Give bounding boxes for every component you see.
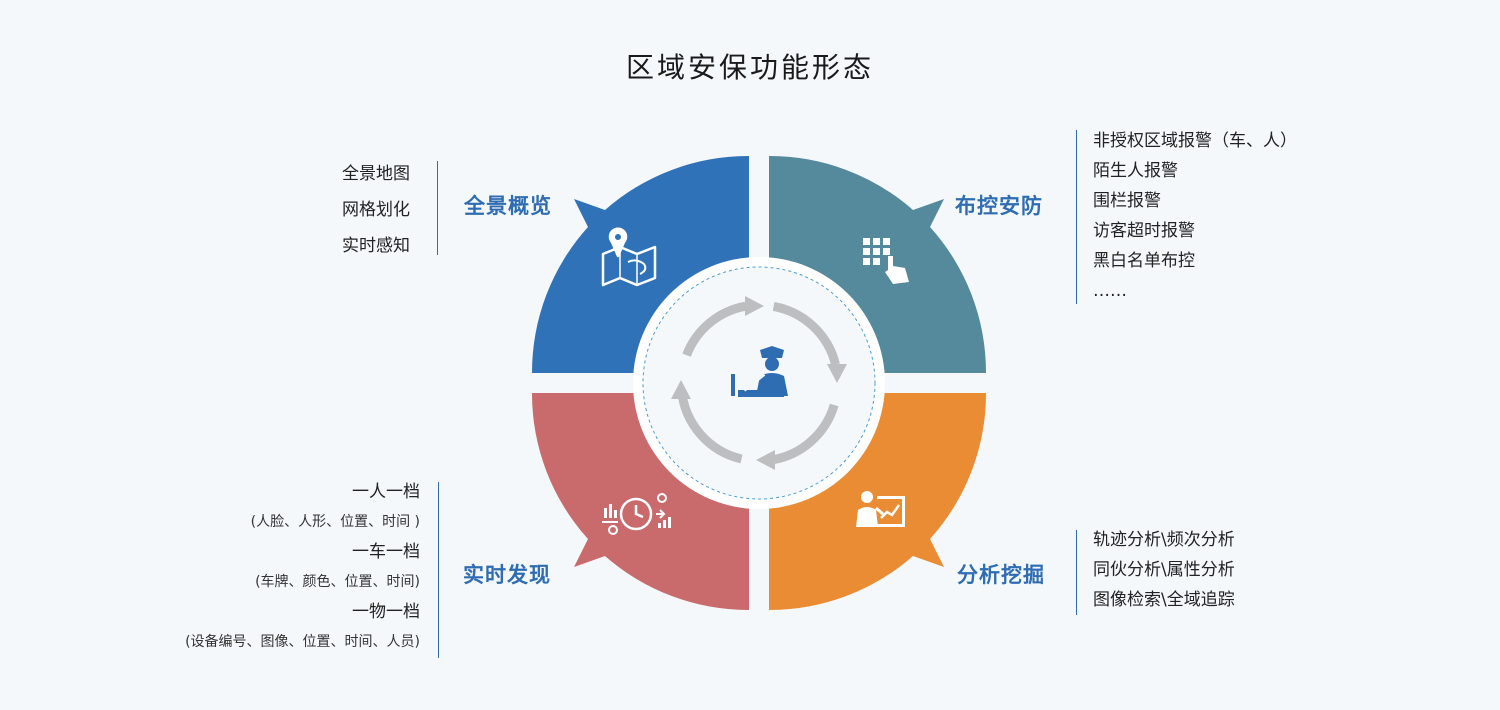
arrow-head-bottom bbox=[756, 450, 775, 470]
list-item: 同伙分析\属性分析 bbox=[1093, 560, 1235, 580]
bracket-bottom-left bbox=[438, 482, 439, 658]
bracket-bottom-right bbox=[1076, 530, 1077, 615]
list-item: 轨迹分析\频次分析 bbox=[1093, 530, 1235, 550]
list-item: 图像检索\全域追踪 bbox=[1093, 590, 1235, 610]
quadrant-title-top-left: 全景概览 bbox=[464, 194, 552, 218]
list-item: 围栏报警 bbox=[1093, 191, 1161, 211]
bracket-top-right bbox=[1076, 130, 1077, 304]
keypad-touch-icon bbox=[863, 238, 909, 284]
list-item: 全景地图 bbox=[342, 164, 410, 184]
list-top-left: 全景地图 网格划化 实时感知 bbox=[342, 159, 410, 261]
dashed-circle bbox=[642, 266, 876, 500]
quadrant-title-bottom-left: 实时发现 bbox=[463, 563, 551, 587]
list-item: 黑白名单布控 bbox=[1093, 251, 1195, 271]
clock-chart-icon bbox=[602, 493, 671, 535]
list-bottom-left: 一人一档 (人脸、人形、位置、时间 ) 一车一档 (车牌、颜色、位置、时间) 一… bbox=[185, 477, 420, 657]
list-item: 访客超时报警 bbox=[1093, 221, 1195, 241]
quadrant-title-bottom-right: 分析挖掘 bbox=[957, 563, 1045, 587]
list-item: 一物一档 bbox=[352, 602, 420, 622]
list-item: …… bbox=[1093, 281, 1127, 301]
arrow-head-right bbox=[827, 364, 847, 383]
security-guard-icon bbox=[731, 346, 788, 397]
list-item: 非授权区域报警（车、人） bbox=[1093, 131, 1297, 151]
arrow-head-top bbox=[745, 296, 764, 316]
presenter-chart-icon bbox=[856, 491, 905, 527]
diagram-title: 区域安保功能形态 bbox=[625, 51, 874, 84]
arrow-head-left bbox=[671, 380, 691, 399]
list-item: 网格划化 bbox=[342, 200, 410, 220]
list-item: (人脸、人形、位置、时间 ) bbox=[250, 514, 420, 530]
list-bottom-right: 轨迹分析\频次分析 同伙分析\属性分析 图像检索\全域追踪 bbox=[1093, 525, 1235, 615]
list-item: 一人一档 bbox=[352, 482, 420, 502]
bracket-top-left bbox=[437, 161, 438, 255]
list-item: 实时感知 bbox=[342, 236, 410, 256]
list-top-right: 非授权区域报警（车、人） 陌生人报警 围栏报警 访客超时报警 黑白名单布控 …… bbox=[1093, 126, 1297, 306]
list-item: 一车一档 bbox=[352, 542, 420, 562]
list-item: (设备编号、图像、位置、时间、人员) bbox=[185, 634, 420, 650]
quadrant-title-top-right: 布控安防 bbox=[955, 194, 1043, 218]
list-item: (车牌、颜色、位置、时间) bbox=[255, 574, 420, 590]
cycle-arrows-icon bbox=[677, 301, 840, 465]
center-icon-check bbox=[742, 372, 766, 392]
list-item: 陌生人报警 bbox=[1093, 161, 1178, 181]
map-pin-icon bbox=[601, 227, 657, 287]
